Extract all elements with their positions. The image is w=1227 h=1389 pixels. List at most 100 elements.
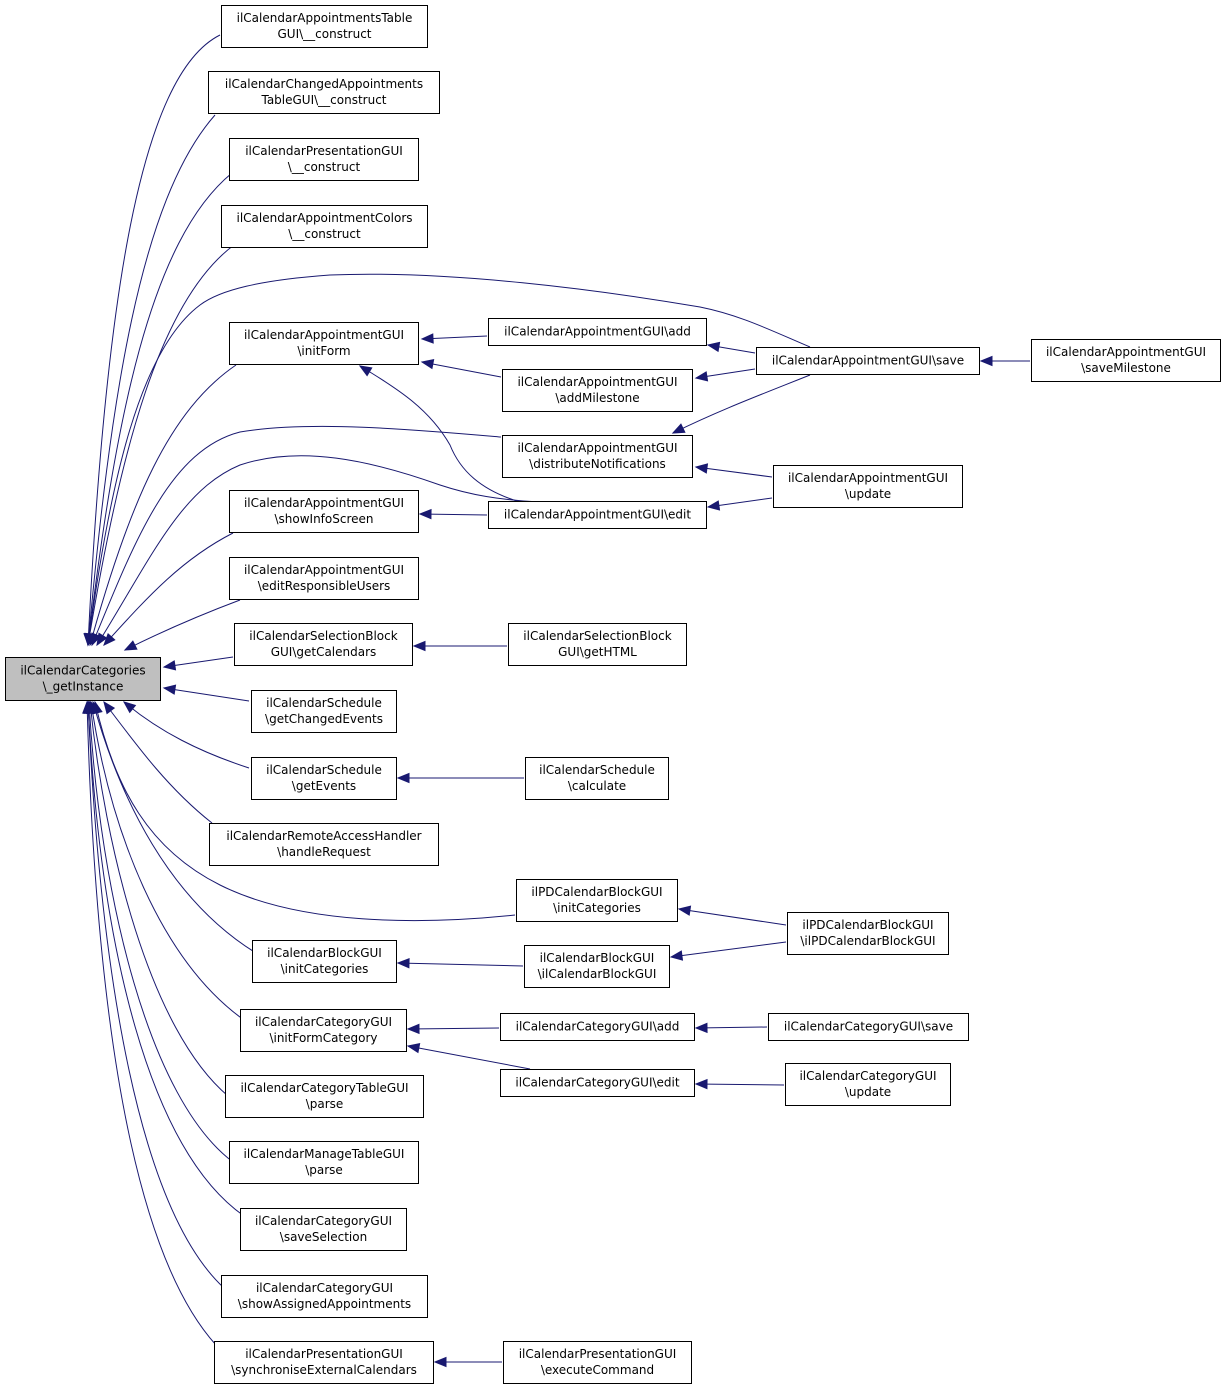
node-label-line: GUI\__construct	[277, 27, 371, 41]
graph-node[interactable]: ilCalendarAppointmentGUI\update	[773, 465, 963, 508]
edge-n27-to-n26-arrowhead	[694, 1022, 708, 1034]
node-label-line: \initForm	[297, 344, 350, 358]
graph-node[interactable]: ilCalendarBlockGUI\initCategories	[252, 940, 397, 983]
edge-n22-to-n21	[678, 908, 787, 926]
graph-node[interactable]: ilPDCalendarBlockGUI\initCategories	[516, 879, 678, 922]
node-label-line: \update	[845, 487, 891, 501]
graph-node[interactable]: ilCalendarCategoryGUI\update	[785, 1063, 951, 1106]
graph-node[interactable]: ilCalendarAppointmentColors\__construct	[221, 205, 428, 248]
edge-n18-to-root-arrowhead	[122, 701, 137, 714]
node-label-line: ilCalendarBlockGUI	[267, 946, 382, 960]
edge-n21-to-root	[94, 701, 516, 922]
graph-node[interactable]: ilCalendarAppointmentGUI\saveMilestone	[1031, 339, 1221, 382]
node-label-line: \getChangedEvents	[265, 712, 383, 726]
edge-n13-to-root	[96, 455, 541, 646]
edge-n25-to-root	[90, 701, 245, 1021]
edge-n16-to-n15-arrowhead	[412, 640, 426, 652]
graph-node[interactable]: ilCalendarSchedule\calculate	[525, 757, 669, 800]
node-box	[221, 205, 428, 248]
node-box	[229, 1141, 419, 1184]
edge-n17-to-root	[163, 687, 250, 702]
nodes: ilCalendarCategories\_getInstance ilCalen…	[5, 5, 1221, 1384]
graph-node[interactable]: ilCalendarPresentationGUI\executeCommand	[503, 1341, 692, 1384]
edge-n7-to-n5-arrowhead	[420, 358, 435, 370]
graph-node[interactable]: ilCalendarAppointmentGUI\showInfoScreen	[229, 490, 419, 533]
graph-node[interactable]: ilCalendarAppointmentGUI\addMilestone	[502, 369, 693, 412]
graph-node[interactable]: ilCalendarCategoryGUI\saveSelection	[240, 1208, 407, 1251]
node-box	[488, 501, 707, 529]
graph-node[interactable]: ilCalendarSchedule\getEvents	[251, 757, 397, 800]
edges	[82, 34, 1030, 1368]
edge-n2-to-root	[87, 114, 216, 646]
edge-n17-to-root-arrowhead	[162, 684, 177, 695]
graph-node[interactable]: ilCalendarCategoryGUI\edit	[500, 1069, 695, 1097]
edge-n8-to-n10-arrowhead	[671, 423, 686, 434]
node-label-line: ilCalendarCategoryGUI	[255, 1214, 392, 1228]
graph-node[interactable]: ilCalendarAppointmentGUI\save	[756, 347, 980, 375]
edge-n31-to-root	[88, 701, 234, 1163]
graph-node[interactable]: ilCalendarChangedAppointmentsTableGUI\__…	[208, 71, 440, 114]
node-box	[525, 757, 669, 800]
node-box	[524, 945, 670, 988]
graph-node[interactable]: ilCalendarManageTableGUI\parse	[229, 1141, 419, 1184]
node-box	[502, 435, 693, 478]
node-label-line: GUI\getHTML	[558, 645, 637, 659]
graph-node[interactable]: ilCalendarCategoryGUI\save	[768, 1013, 969, 1041]
graph-node[interactable]: ilCalendarAppointmentGUI\edit	[488, 501, 707, 529]
node-box	[251, 690, 397, 733]
edge-n15-to-root-arrowhead	[162, 660, 177, 671]
node-label-line: ilCalendarCategoryGUI\edit	[515, 1076, 679, 1090]
edge-n14-to-root-arrowhead	[123, 640, 138, 651]
node-box	[500, 1069, 695, 1097]
node-box	[229, 322, 419, 365]
graph-node[interactable]: ilCalendarAppointmentsTableGUI\__constru…	[221, 5, 428, 48]
edge-n33-to-root	[87, 701, 225, 1289]
edge-n4-to-root	[87, 244, 235, 646]
root-node[interactable]: ilCalendarCategories\_getInstance	[5, 657, 161, 701]
graph-node[interactable]: ilCalendarAppointmentGUI\initForm	[229, 322, 419, 365]
graph-node[interactable]: ilCalendarAppointmentGUI\add	[488, 318, 707, 346]
node-label-line: \handleRequest	[277, 845, 371, 859]
node-box	[234, 623, 413, 666]
edge-n26-to-n25	[407, 1027, 500, 1030]
edge-n13-to-n5-arrowhead	[358, 365, 373, 377]
graph-node[interactable]: ilCalendarPresentationGUI\__construct	[229, 138, 419, 181]
node-label-line: ilCalendarBlockGUI	[540, 951, 655, 965]
edge-n29-to-n28	[695, 1083, 785, 1086]
node-label-line: \distributeNotifications	[529, 457, 666, 471]
node-label-line: \__construct	[288, 160, 361, 174]
node-box	[500, 1013, 695, 1041]
node-box	[221, 1275, 428, 1318]
graph-node[interactable]: ilCalendarCategoryTableGUI\parse	[225, 1075, 424, 1118]
edge-n8-to-n6-arrowhead	[706, 341, 721, 353]
graph-node[interactable]: ilCalendarCategoryGUI\showAssignedAppoin…	[221, 1275, 428, 1318]
graph-node[interactable]: ilCalendarBlockGUI\ilCalendarBlockGUI	[524, 945, 670, 988]
edge-n8-to-n7-arrowhead	[694, 371, 709, 382]
edge-n22-to-n24	[670, 941, 787, 958]
node-label-line: ilCalendarPresentationGUI	[245, 1347, 403, 1361]
graph-node[interactable]: ilPDCalendarBlockGUI\ilPDCalendarBlockGU…	[787, 912, 949, 955]
edge-n11-to-n10-arrowhead	[694, 463, 709, 474]
node-label-line: ilCalendarCategoryGUI	[799, 1069, 936, 1083]
graph-node[interactable]: ilCalendarAppointmentGUI\editResponsible…	[229, 557, 419, 600]
node-box	[209, 823, 439, 866]
node-box	[503, 1341, 692, 1384]
graph-node[interactable]: ilCalendarRemoteAccessHandler\handleRequ…	[209, 823, 439, 866]
edge-n14-to-root	[124, 599, 241, 651]
node-box	[240, 1009, 407, 1052]
graph-node[interactable]: ilCalendarSchedule\getChangedEvents	[251, 690, 397, 733]
graph-node[interactable]: ilCalendarAppointmentGUI \distributeNotif…	[502, 435, 693, 478]
graph-node[interactable]: ilCalendarPresentationGUI\synchroniseExt…	[214, 1341, 434, 1384]
node-box	[251, 757, 397, 800]
edge-n12-to-root-arrowhead	[103, 632, 116, 646]
node-box	[5, 657, 161, 701]
node-box	[508, 623, 687, 666]
node-label-line: ilCalendarAppointmentGUI	[517, 441, 677, 455]
edge-n28-to-n25-arrowhead	[406, 1042, 421, 1054]
node-label-line: ilCalendarAppointmentGUI\save	[772, 354, 964, 368]
node-label-line: ilCalendarCategoryGUI\save	[784, 1020, 953, 1034]
graph-node[interactable]: ilCalendarCategoryGUI\initFormCategory	[240, 1009, 407, 1052]
graph-node[interactable]: ilCalendarCategoryGUI\add	[500, 1013, 695, 1041]
